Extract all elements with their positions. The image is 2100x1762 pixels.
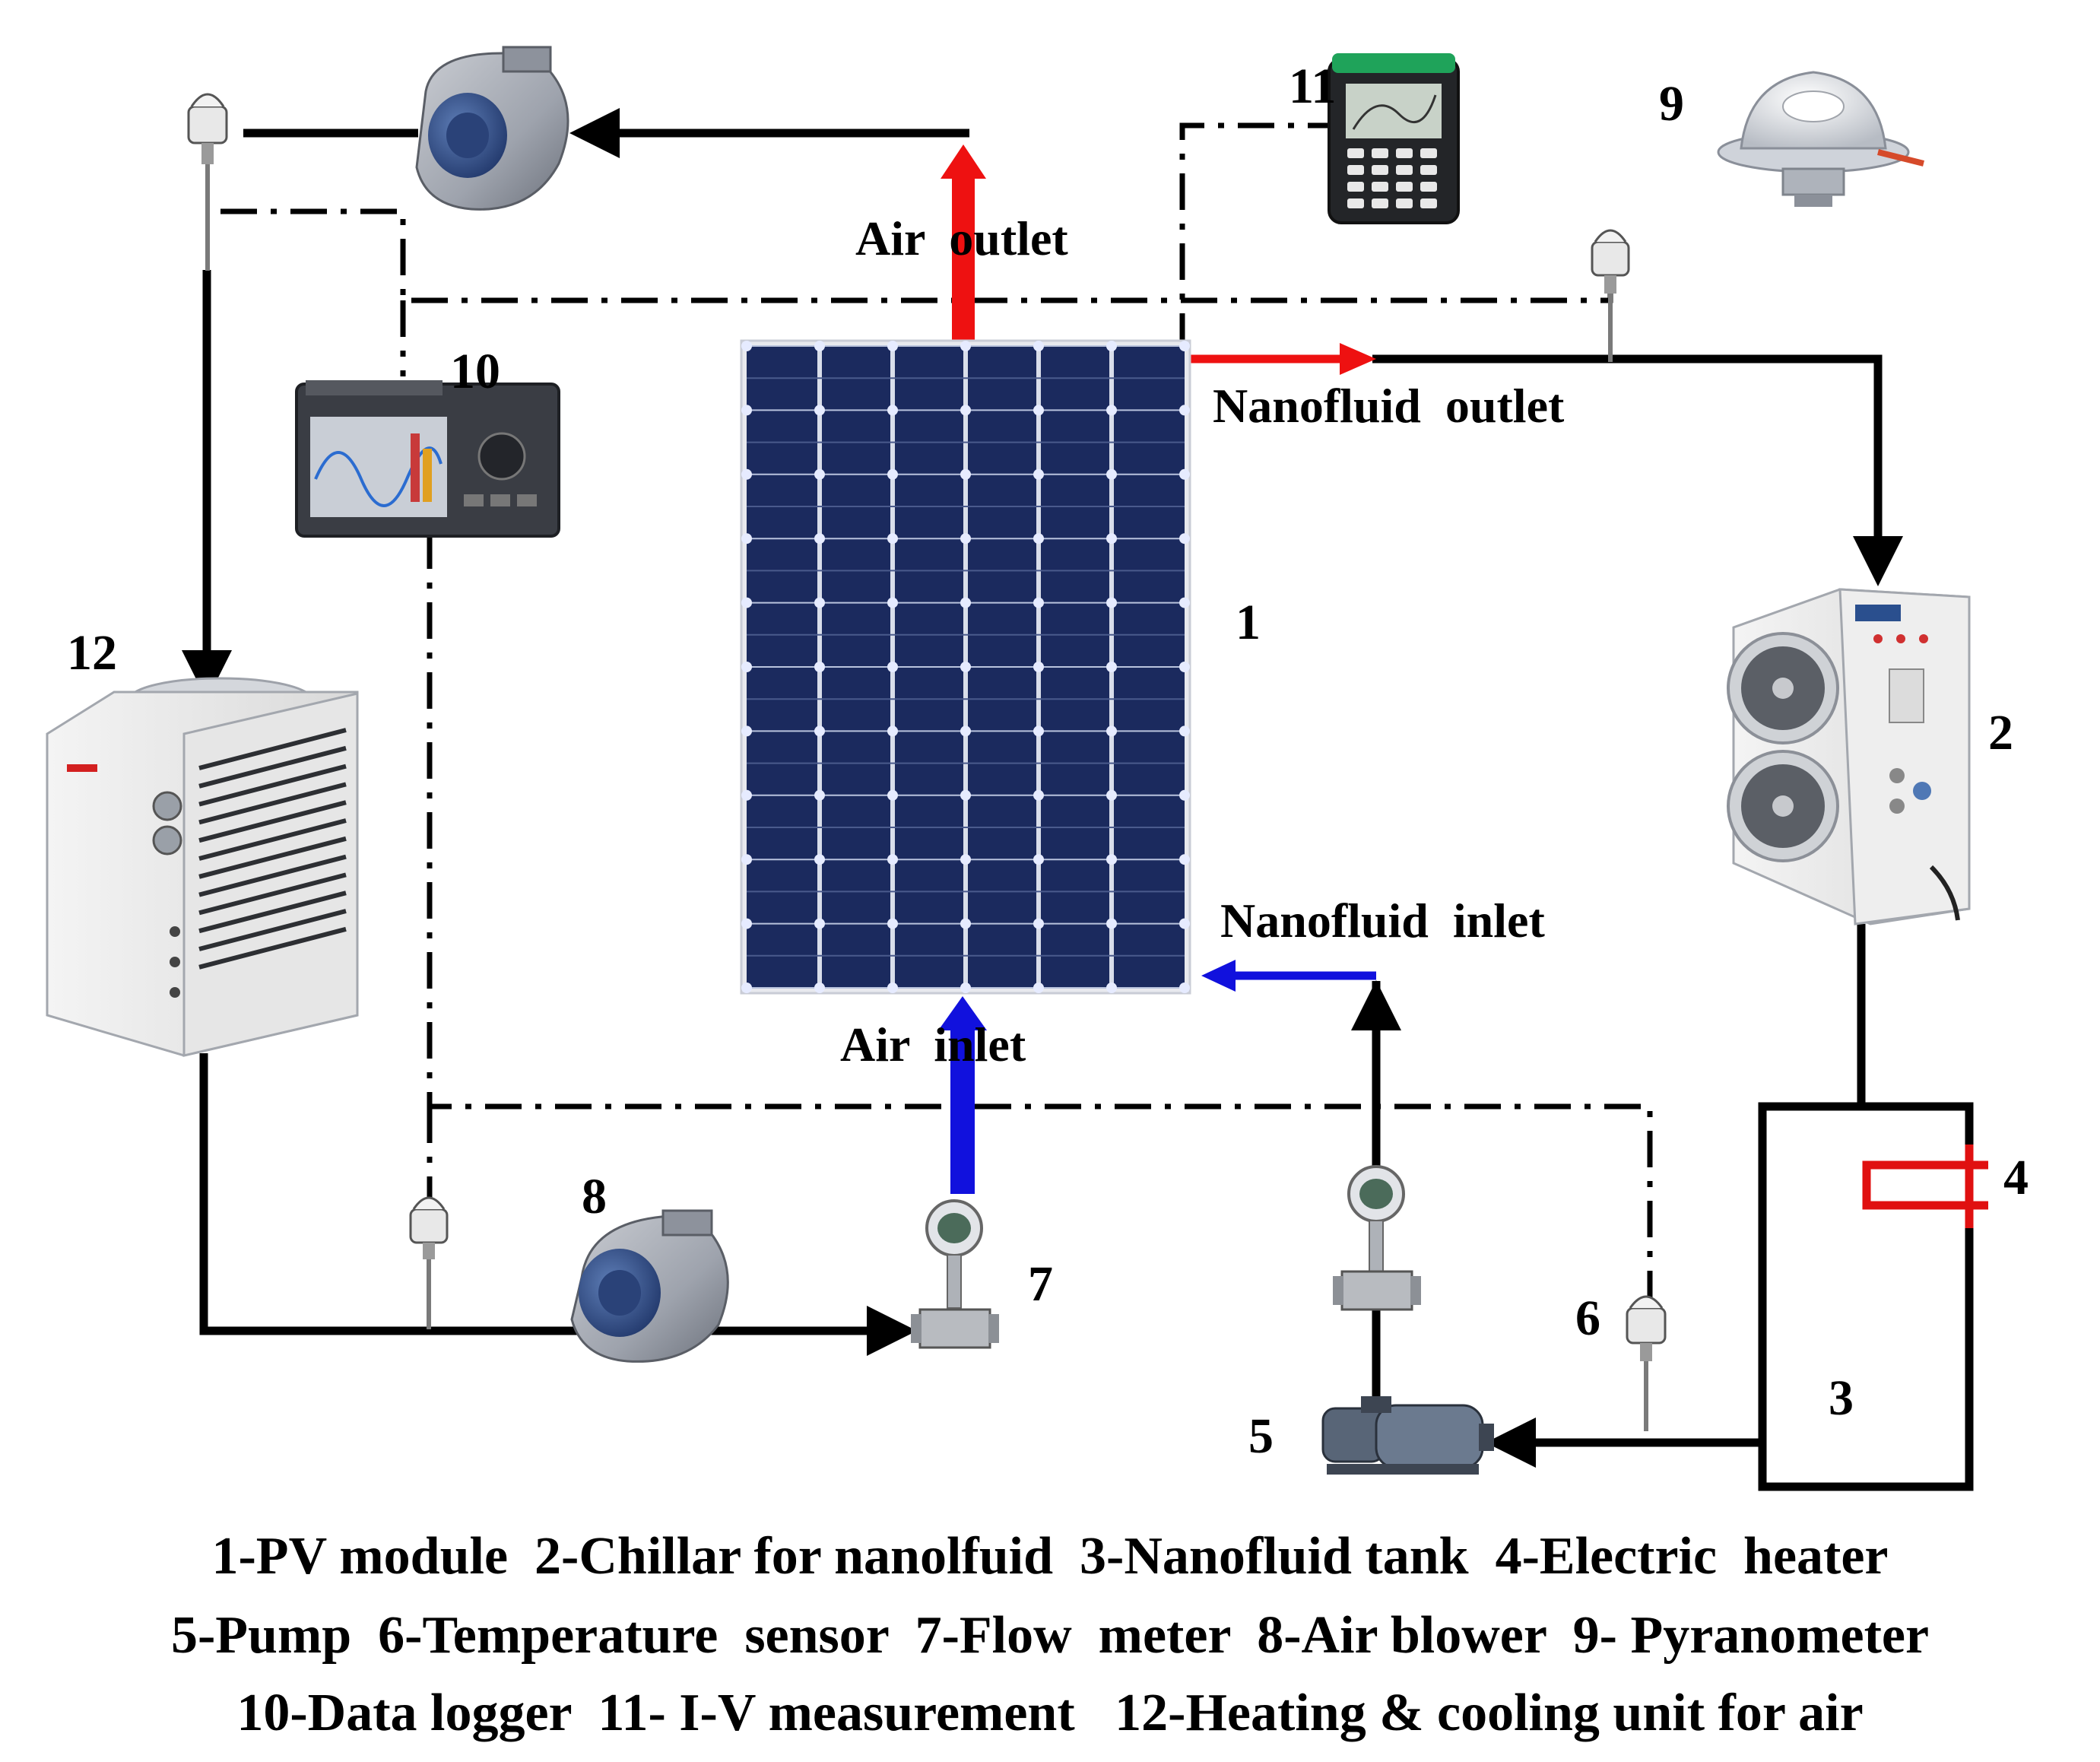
number-11: 11	[1289, 59, 1336, 114]
temperature-sensor-top-left	[187, 93, 228, 271]
air-outlet-arrowhead	[941, 144, 986, 179]
legend-line-1: 1-PV module 2-Chillar for nanolfuid 3-Na…	[211, 1527, 1889, 1586]
number-1: 1	[1236, 595, 1261, 650]
air-blower	[570, 1209, 729, 1363]
air-blower-top	[415, 46, 569, 211]
legend-line-2: 5-Pump 6-Temperature sensor 7-Flow meter…	[170, 1606, 1930, 1665]
label-nanofluid-inlet: Nanofluid inlet	[1220, 894, 1545, 948]
nanofluid-outlet-arrowhead	[1340, 343, 1376, 375]
number-5: 5	[1248, 1408, 1274, 1464]
pump	[1321, 1396, 1494, 1475]
label-air-inlet: Air inlet	[840, 1018, 1026, 1071]
flow-labels: Air outlet Air inlet Nanofluid outlet Na…	[840, 211, 1565, 1071]
signal-line-logger-down	[427, 532, 1653, 1308]
pipe-heatpump-to-blower	[199, 1053, 578, 1335]
label-air-outlet: Air outlet	[855, 211, 1068, 265]
flow-meter	[911, 1199, 999, 1349]
chiller	[1727, 588, 1971, 925]
flow-meter-nanofluid	[1333, 1165, 1421, 1311]
number-9: 9	[1659, 76, 1684, 132]
legend-line-3: 10-Data logger 11- I-V measurement 12-He…	[236, 1684, 1864, 1742]
signal-line-iv	[1179, 122, 1361, 350]
iv-tracer	[1328, 53, 1460, 224]
temperature-sensor	[1626, 1295, 1667, 1431]
pipe-nanofluid-outlet-to-chiller	[1372, 354, 1903, 586]
pv-module	[740, 339, 1191, 995]
data-logger	[295, 380, 560, 538]
number-7: 7	[1028, 1256, 1053, 1312]
equipment-numbers: 1 2 3 4 5 6 7 8 9 10 11 12	[67, 59, 2029, 1464]
number-10: 10	[450, 344, 500, 399]
pyranometer	[1717, 71, 1924, 207]
electric-heater	[1862, 1145, 1988, 1228]
number-3: 3	[1829, 1370, 1854, 1426]
nanofluid-inlet-arrowhead	[1201, 960, 1236, 992]
air-inlet-arrowhead	[938, 996, 987, 1030]
air-outlet-arrow-shaft	[952, 175, 975, 341]
number-6: 6	[1575, 1291, 1600, 1346]
temperature-sensor-top-right	[1591, 229, 1630, 362]
temperature-sensor-bottom-left	[409, 1196, 449, 1329]
air-inlet-arrow-shaft	[950, 1027, 975, 1194]
number-4: 4	[2003, 1150, 2029, 1205]
heating-cooling-unit	[46, 677, 359, 1057]
label-nanofluid-outlet: Nanofluid outlet	[1213, 379, 1565, 433]
number-12: 12	[67, 625, 117, 681]
number-8: 8	[582, 1169, 607, 1224]
number-2: 2	[1988, 705, 2013, 760]
